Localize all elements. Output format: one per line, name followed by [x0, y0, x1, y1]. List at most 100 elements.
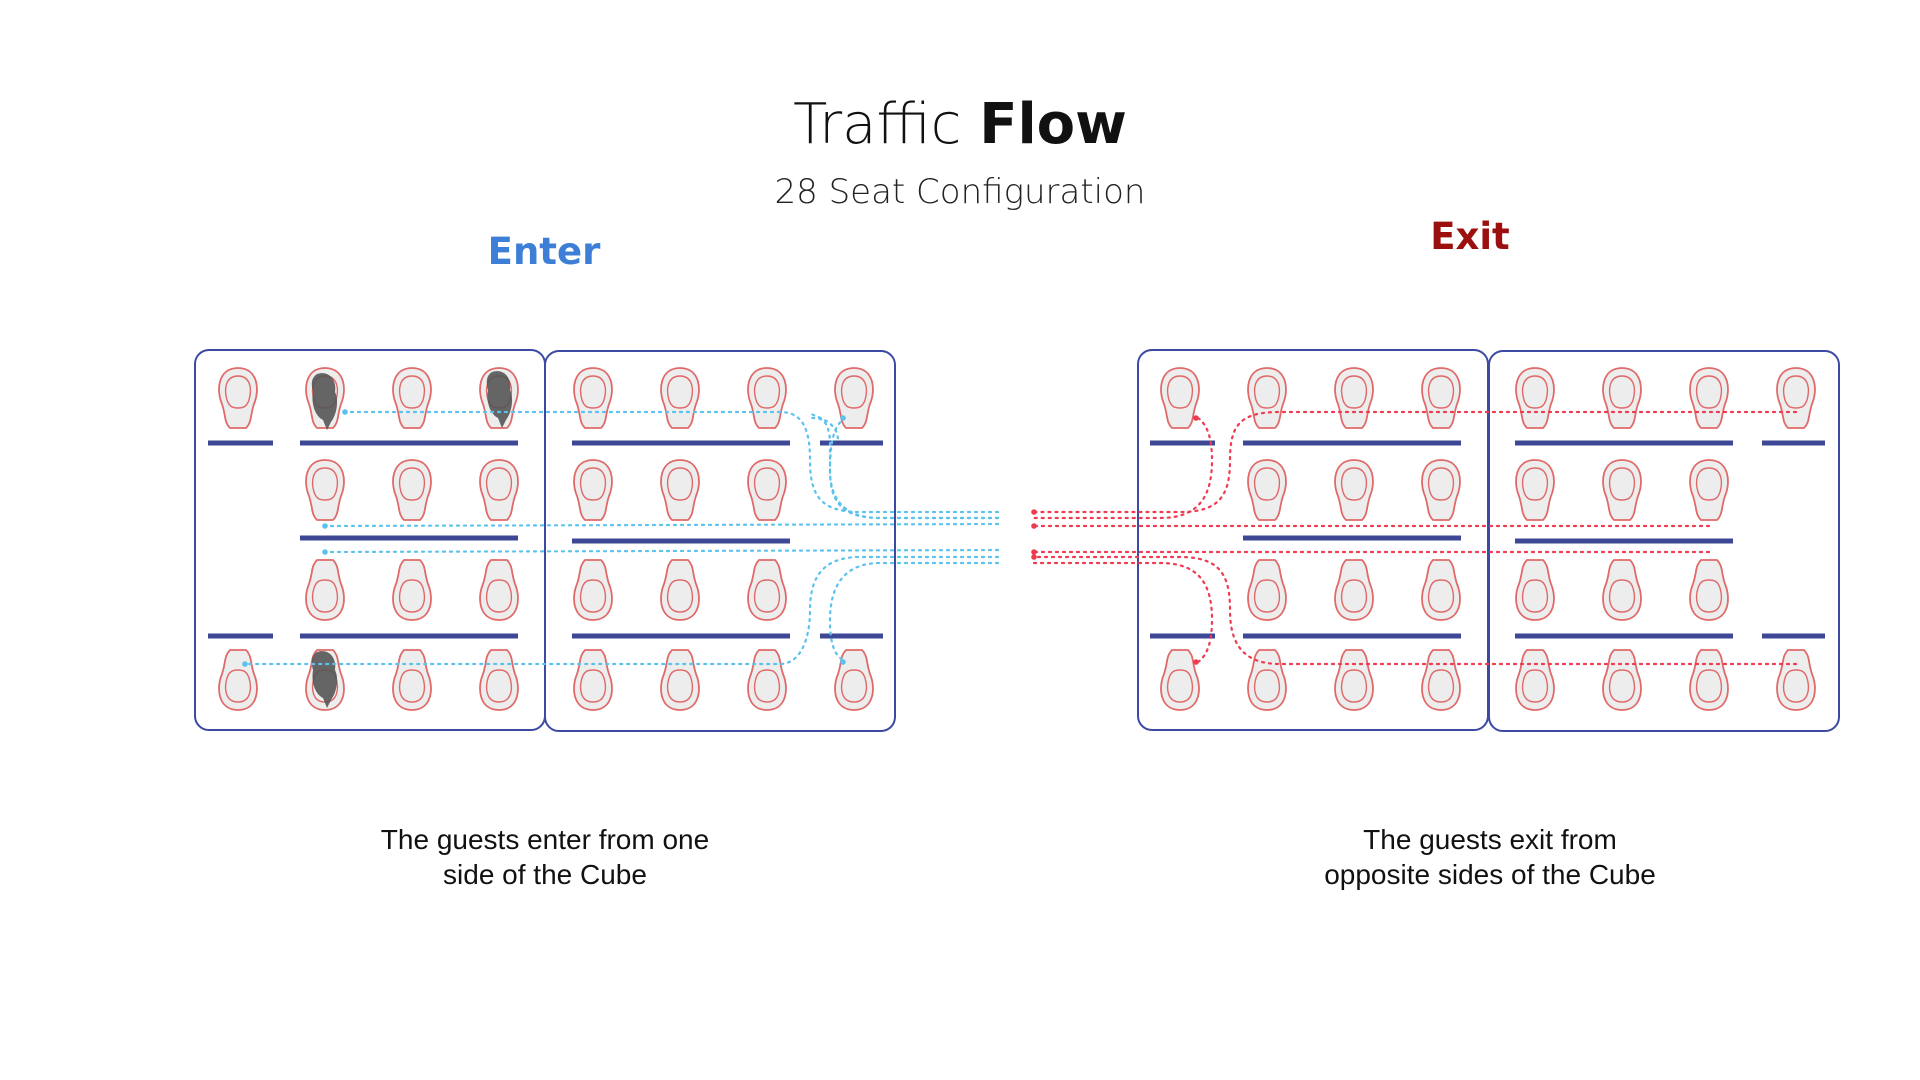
seat-cushion — [398, 579, 426, 613]
seat-cushion — [224, 669, 252, 703]
seat — [1689, 367, 1729, 429]
seat-cushion — [666, 375, 694, 409]
seat-outline — [573, 459, 613, 521]
seat — [1247, 649, 1287, 711]
seat-outline — [392, 459, 432, 521]
seat-cushion — [398, 669, 426, 703]
seat-outline — [573, 367, 613, 429]
seat-cushion — [753, 375, 781, 409]
seat — [1247, 559, 1287, 621]
seat — [1776, 367, 1816, 429]
seat-cushion — [1521, 375, 1549, 409]
seat-cushion — [1253, 579, 1281, 613]
seat-outline — [1247, 649, 1287, 711]
seat — [1247, 459, 1287, 521]
flow-arrowhead — [242, 661, 248, 667]
seat-cushion — [398, 375, 426, 409]
seat — [1334, 559, 1374, 621]
seat-cushion — [1427, 467, 1455, 501]
seat — [1421, 559, 1461, 621]
seat-cushion — [579, 467, 607, 501]
flow-path — [343, 410, 1000, 514]
page-subtitle: 28 Seat Configuration — [774, 172, 1146, 212]
flow-arrowhead — [1193, 659, 1199, 665]
guest-silhouette — [311, 651, 338, 708]
seat-cushion — [1253, 467, 1281, 501]
seat-cushion — [224, 375, 252, 409]
exit-caption-line2: opposite sides of the Cube — [1324, 859, 1656, 890]
seat-outline — [1247, 459, 1287, 521]
seat — [747, 367, 787, 429]
seat-cushion — [579, 579, 607, 613]
seat-outline — [1421, 459, 1461, 521]
enter-caption-line2: side of the Cube — [443, 859, 647, 890]
seat-cushion — [1340, 467, 1368, 501]
seat-outline — [1421, 649, 1461, 711]
guest-figure — [486, 371, 513, 428]
seat-outline — [1334, 649, 1374, 711]
seat — [1421, 367, 1461, 429]
seat — [747, 559, 787, 621]
seat-outline — [1689, 559, 1729, 621]
seat-cushion — [1166, 375, 1194, 409]
flow-path — [810, 412, 1000, 520]
seat — [1247, 367, 1287, 429]
seat — [392, 459, 432, 521]
seat-outline — [573, 559, 613, 621]
seat — [1160, 649, 1200, 711]
seat — [1421, 459, 1461, 521]
seat-cushion — [666, 467, 694, 501]
seat — [1689, 459, 1729, 521]
guest-silhouette — [486, 371, 513, 428]
seat-outline — [1515, 649, 1555, 711]
seat — [660, 367, 700, 429]
seat — [660, 559, 700, 621]
seat-cushion — [666, 579, 694, 613]
seat-cushion — [1695, 375, 1723, 409]
seat-cushion — [1427, 579, 1455, 613]
seat-outline — [1602, 649, 1642, 711]
flow-path — [1032, 410, 1798, 514]
seat-cushion — [1695, 579, 1723, 613]
flow-arrowhead — [840, 659, 846, 665]
seat — [1515, 649, 1555, 711]
cube-module — [1488, 350, 1840, 732]
seat-outline — [218, 649, 258, 711]
seat-outline — [392, 649, 432, 711]
flow-path — [1032, 561, 1214, 664]
exit-caption-line1: The guests exit from — [1363, 824, 1617, 855]
seat — [1421, 649, 1461, 711]
seat-cushion — [666, 669, 694, 703]
seat — [1602, 367, 1642, 429]
seat-cushion — [1253, 669, 1281, 703]
seat-outline — [1602, 559, 1642, 621]
seat-outline — [479, 559, 519, 621]
seat — [660, 459, 700, 521]
cube-module — [544, 350, 896, 732]
seat — [218, 367, 258, 429]
seat-outline — [1247, 559, 1287, 621]
seat — [834, 649, 874, 711]
enter-label: Enter — [487, 230, 601, 273]
seat-cushion — [1340, 579, 1368, 613]
exit-label: Exit — [1430, 215, 1510, 258]
page-title: Traffic Flow — [793, 92, 1127, 157]
seat — [392, 649, 432, 711]
seat — [392, 367, 432, 429]
seat-outline — [1247, 367, 1287, 429]
seat-outline — [479, 649, 519, 711]
seat-cushion — [1608, 375, 1636, 409]
seat-outline — [1689, 649, 1729, 711]
seat-outline — [660, 559, 700, 621]
seat — [305, 459, 345, 521]
seat — [573, 459, 613, 521]
seat — [747, 649, 787, 711]
seat-cushion — [1782, 669, 1810, 703]
flow-arrowhead — [1031, 509, 1037, 515]
exit-cube — [1031, 349, 1840, 732]
seat-outline — [1602, 367, 1642, 429]
seat — [1160, 367, 1200, 429]
seat-outline — [218, 367, 258, 429]
seat-cushion — [1521, 467, 1549, 501]
